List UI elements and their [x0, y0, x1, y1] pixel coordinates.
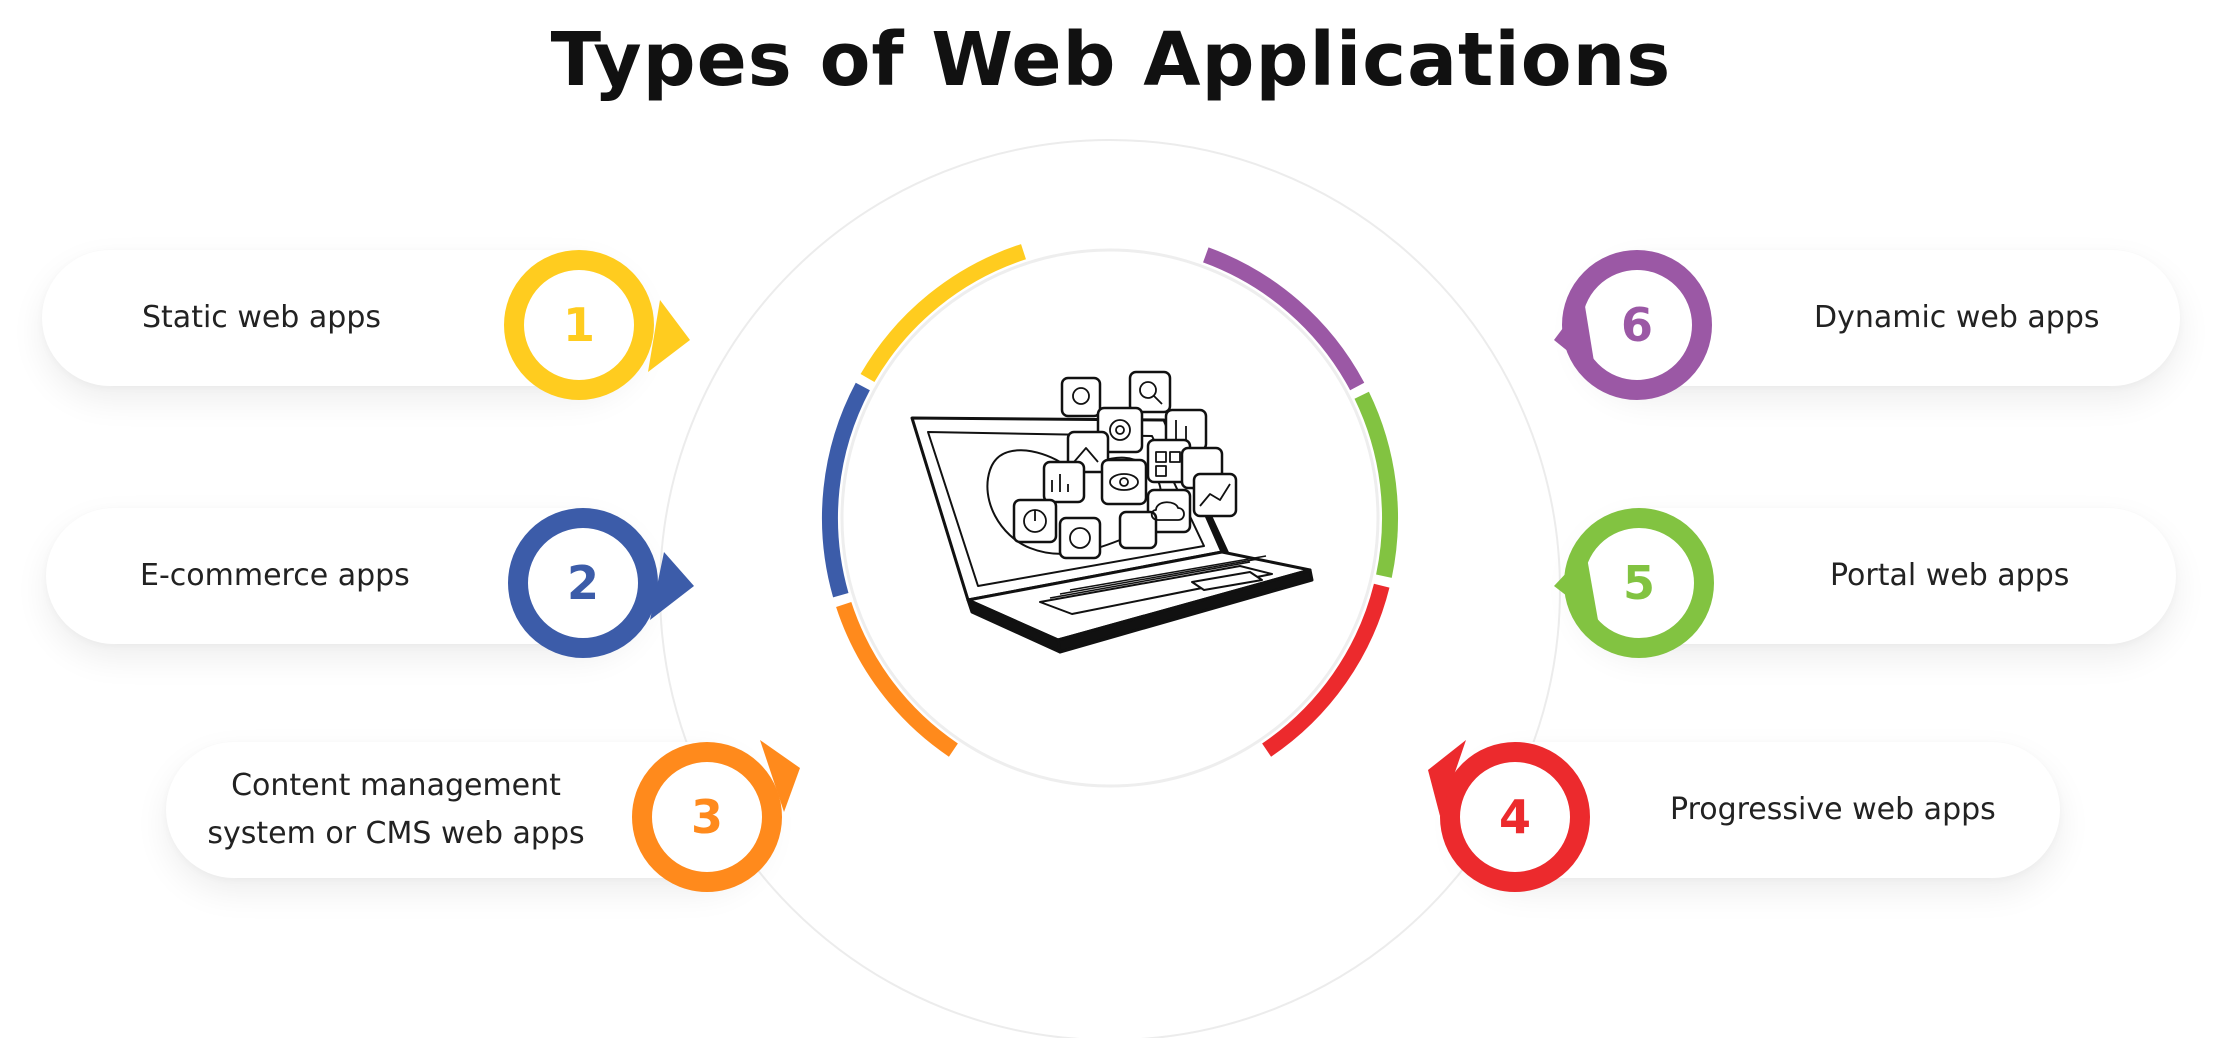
arrow-icon-6	[1554, 300, 1596, 374]
ring-segment-5	[1354, 391, 1398, 578]
ring-segment-2	[821, 382, 870, 598]
laptop-icon	[910, 370, 1314, 654]
item-label-6: Dynamic web apps	[1814, 300, 2100, 335]
item-label-5: Portal web apps	[1830, 558, 2070, 593]
center-color-ring	[821, 244, 1398, 757]
ring-segment-4	[1262, 583, 1390, 757]
item-label-1: Static web apps	[142, 300, 381, 335]
arrow-icon-2	[650, 552, 694, 620]
arrow-icon-3	[760, 740, 800, 812]
number-4: 4	[1498, 790, 1531, 844]
item-label-2: E-commerce apps	[140, 558, 410, 593]
arrow-icon-4	[1428, 740, 1466, 816]
item-label-4: Progressive web apps	[1670, 792, 1996, 827]
number-6: 6	[1620, 298, 1653, 352]
arrow-icon-1	[648, 300, 690, 372]
page-title: Types of Web Applications	[550, 17, 1672, 103]
item-label-3: Content management system or CMS web app…	[207, 768, 585, 851]
ring-segment-1	[860, 244, 1026, 383]
arrow-icon-5	[1554, 552, 1598, 620]
number-1: 1	[562, 298, 595, 352]
number-2: 2	[566, 556, 599, 610]
number-5: 5	[1622, 556, 1655, 610]
ring-segment-6	[1203, 247, 1365, 391]
ring-segment-3	[836, 602, 958, 757]
number-3: 3	[690, 790, 723, 844]
